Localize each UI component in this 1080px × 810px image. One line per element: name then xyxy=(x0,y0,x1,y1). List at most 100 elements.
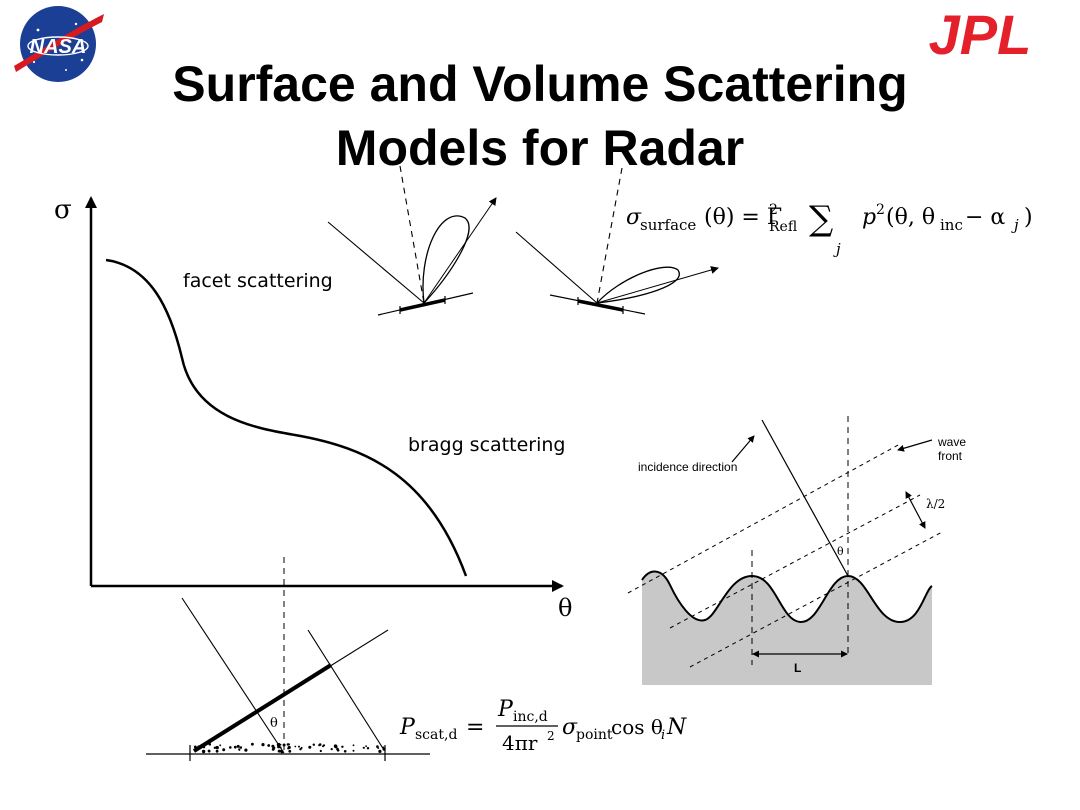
facet-right xyxy=(515,167,719,315)
jpl-logo-mark: JPL xyxy=(929,3,1032,66)
scatterer-dot xyxy=(288,749,292,753)
scatterer-dot xyxy=(197,745,200,748)
scatterer-dot xyxy=(308,745,312,749)
scatterer-dot xyxy=(341,745,344,748)
volume-sigma: σ xyxy=(562,715,578,740)
title-line-1: Surface and Volume Scattering xyxy=(172,56,908,112)
gamma-sup: 2 xyxy=(769,202,778,218)
nasa-logo-text: NASA xyxy=(30,36,87,58)
scatterer-dot xyxy=(229,746,232,749)
facet-scattering-label: facet scattering xyxy=(183,270,333,292)
volume-n: N xyxy=(666,715,687,740)
volume-denominator: 4πr xyxy=(502,731,538,755)
front-label: front xyxy=(938,449,963,463)
rough-surface-fill xyxy=(642,571,932,685)
surface-eq-arg: (θ) = Γ xyxy=(704,205,782,230)
volume-numerator-sub: inc,d xyxy=(513,709,548,725)
scatterer-dot xyxy=(222,748,226,752)
period-label: L xyxy=(794,661,801,675)
scatterer-dot xyxy=(208,750,211,753)
scatterer-dot xyxy=(213,746,217,749)
scatterer-dot xyxy=(287,745,291,750)
volume-lhs-sub: scat,d xyxy=(415,727,457,743)
wavefront-1 xyxy=(627,443,901,594)
scatterer-dot xyxy=(194,748,197,752)
scatterer-dot xyxy=(244,748,248,752)
scatterer-dot xyxy=(239,746,243,749)
x-axis-label: θ xyxy=(558,594,572,622)
scatterer-dot xyxy=(365,745,367,747)
nasa-logo-swoosh xyxy=(14,14,104,72)
half-wavelength-label: λ/2 xyxy=(926,497,945,511)
point-scatterers xyxy=(193,742,386,754)
gamma-sub: Refl xyxy=(769,219,797,235)
volume-cos: cos θ xyxy=(611,715,663,739)
volume-lhs: P xyxy=(399,715,416,740)
nasa-logo: NASA xyxy=(14,6,104,82)
scatterer-dot xyxy=(299,748,302,751)
sum-symbol: ∑ xyxy=(809,199,833,239)
volume-sigma-sub: point xyxy=(576,727,613,743)
scatterer-dot xyxy=(251,742,254,746)
incidence-ray xyxy=(761,419,849,577)
scatterer-dot xyxy=(282,743,286,747)
scatterer-dot xyxy=(267,744,271,747)
surface-equation: σ surface (θ) = Γ 2 Refl ∑ j p 2 (θ, θ i… xyxy=(626,195,1033,258)
scatterer-dot xyxy=(352,744,355,747)
scatterer-dot xyxy=(215,749,219,753)
p-term: p xyxy=(862,205,876,230)
scatterer-dot xyxy=(219,744,222,747)
bragg-diagram: incidence direction wave front λ/2 θ L xyxy=(627,416,966,685)
svg-text:p 2 (θ, θ inc: p 2 (θ, θ inc − α j ) xyxy=(862,195,1033,236)
backscatter-curve xyxy=(105,258,468,577)
illuminated-segment xyxy=(192,663,333,753)
inc-sub: inc xyxy=(940,216,963,234)
p-sup: 2 xyxy=(876,202,885,218)
volume-diagram: θ xyxy=(146,557,430,761)
scatterer-dot xyxy=(202,745,206,749)
scatterer-dot xyxy=(322,744,326,747)
volume-equation: P scat,d = P inc,d 4πr 2 σ point cos θ i… xyxy=(399,697,687,755)
incidence-pointer xyxy=(731,435,755,463)
surface-sigma-sub: surface xyxy=(640,216,696,234)
jpl-logo-text: JPL xyxy=(929,3,1032,62)
title-line-2: Models for Radar xyxy=(335,120,745,176)
volume-equals: = xyxy=(466,715,484,740)
wavefront-pointer xyxy=(897,439,933,452)
scatterer-dot xyxy=(383,748,386,751)
scatterer-dot xyxy=(236,744,240,748)
bragg-scattering-label: bragg scattering xyxy=(408,434,565,456)
slide-title: Surface and Volume Scattering Models for… xyxy=(0,52,1080,180)
scatterer-dot xyxy=(208,743,211,746)
surface-close: ) xyxy=(1024,205,1033,230)
incident-ray-1 xyxy=(181,597,285,754)
rough-surface-profile xyxy=(641,570,933,624)
scatterer-dot xyxy=(238,748,241,751)
wavefront-2 xyxy=(669,494,921,629)
scatterer-dot xyxy=(193,745,197,749)
main-plot: σ θ facet scattering bragg scattering xyxy=(54,195,572,622)
half-wavelength-arrow xyxy=(905,491,926,529)
scatterer-dot xyxy=(318,744,321,747)
sum-sub: j xyxy=(833,240,841,258)
facet-left xyxy=(327,165,497,316)
scatterer-dot xyxy=(378,749,382,753)
scatterer-dot xyxy=(298,745,300,748)
scatterer-dot xyxy=(377,747,380,749)
scatterer-dot xyxy=(277,749,281,753)
scatterer-dot xyxy=(312,743,315,746)
scatterer-dot xyxy=(261,743,265,747)
scatterer-dot xyxy=(280,750,284,754)
scatterer-dot xyxy=(343,750,347,753)
wave-label: wave xyxy=(937,435,966,449)
scatterer-dot xyxy=(294,745,297,748)
scatterer-dot xyxy=(272,746,276,750)
incident-ray-2 xyxy=(307,629,385,751)
scatterer-dot xyxy=(352,749,355,752)
scatterer-dot xyxy=(362,746,365,749)
scatterer-dot xyxy=(334,745,338,749)
scatterer-dot xyxy=(336,749,340,752)
scatterer-dot xyxy=(279,746,282,749)
volume-cos-sub: i xyxy=(661,728,665,743)
scatterer-dot xyxy=(215,745,219,750)
